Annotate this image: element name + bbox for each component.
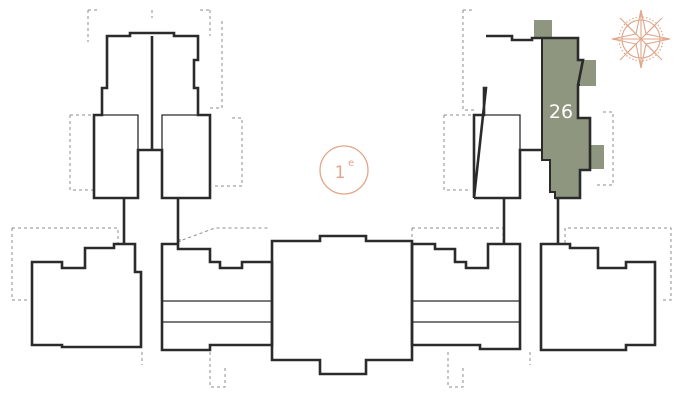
right-lower-units [410,242,657,352]
unit-26-balconies [534,20,604,169]
floor-circle [319,145,369,195]
unit-26-label: 26 [549,101,573,123]
floor-suffix: e [348,158,354,169]
compass-rose-icon [611,9,671,69]
left-corridor [122,198,180,244]
left-upper-units [92,31,212,200]
balcony-outlines [11,9,672,388]
left-lower-units [30,242,274,352]
right-corridor [502,198,560,244]
right-upper-units [472,34,592,200]
floor-indicator: 1 e [319,145,369,195]
central-block [270,234,414,376]
floor-number: 1 [335,163,346,183]
